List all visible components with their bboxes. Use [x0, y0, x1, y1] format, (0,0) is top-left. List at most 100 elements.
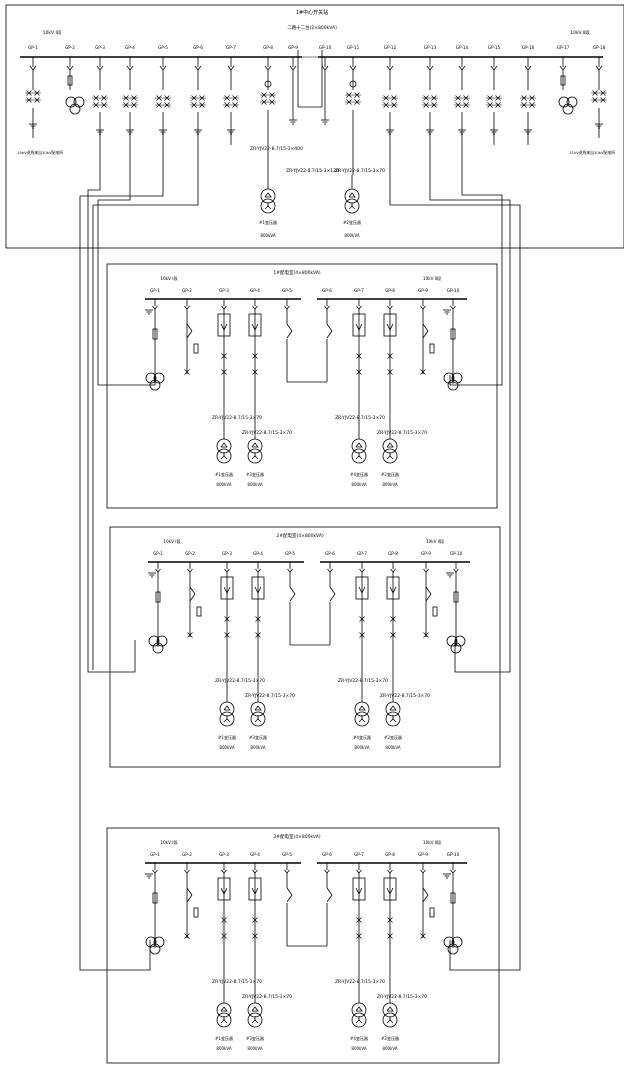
panel-label: GP-8	[388, 551, 398, 556]
delta-icon	[348, 192, 356, 198]
transformer-icon	[216, 1002, 232, 1028]
fuse-icon	[155, 591, 161, 603]
cross-mark	[221, 933, 227, 939]
arrow-icon	[390, 568, 396, 573]
wire	[425, 593, 432, 602]
cross-mark	[221, 917, 227, 923]
arrow-icon	[184, 305, 190, 310]
wye-icon	[386, 1019, 391, 1024]
tx-rating: 800kVA	[351, 482, 366, 487]
wye-icon	[358, 1019, 363, 1024]
main-tx1-name: #1变压器	[259, 219, 277, 225]
wire	[326, 330, 333, 339]
fuse-icon	[196, 606, 202, 617]
wye-icon	[392, 718, 397, 723]
wye-icon	[226, 718, 231, 723]
main-panel-label: GP-18	[593, 45, 606, 50]
bus2-label: 10kV Ⅱ段	[423, 275, 442, 282]
panel-label: GP-5	[282, 288, 292, 293]
main-panel-label: GP-5	[158, 45, 168, 50]
tx-rating: 800kVA	[250, 745, 265, 750]
voltage-transformer-icon	[145, 372, 157, 384]
arrow-icon	[387, 305, 393, 310]
tx-name: #1变压器	[215, 1035, 233, 1041]
fuse-icon	[152, 328, 158, 340]
fuse-icon	[193, 907, 199, 918]
arrow-icon	[254, 586, 262, 594]
voltage-transformer-icon	[73, 96, 85, 108]
cable-route	[87, 145, 136, 673]
cross-mark	[420, 369, 426, 375]
wire	[326, 894, 333, 903]
main-tx1-rating: 800kVA	[260, 233, 275, 238]
cross-mark	[184, 369, 190, 375]
arrow-icon	[152, 305, 158, 310]
voltage-transformer-icon	[69, 103, 81, 115]
wire	[189, 593, 196, 602]
transformer-winding	[216, 1012, 232, 1028]
arrow-icon	[355, 323, 363, 331]
panel-label: GP-10	[447, 288, 460, 293]
lamp-icon	[349, 80, 357, 88]
substation-1	[106, 263, 498, 509]
cross-mark	[390, 632, 396, 638]
panel-label: GP-1	[150, 288, 160, 293]
substation-frame	[106, 263, 498, 509]
arrow-icon	[220, 887, 228, 895]
panel-label: GP-9	[418, 852, 428, 857]
fuse-icon	[450, 328, 456, 340]
cross-mark	[224, 616, 230, 622]
cable-left: ZR-YJV22-8.7/15-3×70	[215, 678, 265, 684]
fuse-icon	[67, 75, 73, 86]
arrow-icon	[453, 568, 459, 573]
breaker-icon	[422, 323, 429, 332]
wye-icon	[358, 718, 363, 723]
breaker-icon	[326, 887, 333, 896]
main-panel-label: GP-15	[488, 45, 501, 50]
main-panel-label: GP-16	[522, 45, 535, 50]
main-cable-a: ZR-YJV22-8.7/15-3×400	[250, 146, 303, 152]
lamp-icon	[264, 80, 272, 88]
voltage-transformer-icon	[566, 96, 578, 108]
arrow-icon	[184, 869, 190, 874]
cable-right: ZR-YJV22-8.7/15-3×70	[338, 678, 388, 684]
arrow-icon	[356, 305, 362, 310]
breaker-icon	[329, 586, 336, 595]
transformer-icon	[382, 438, 398, 464]
tx-rating: 800kVA	[247, 1046, 262, 1051]
substation-frame	[106, 827, 500, 1064]
main-panel-label: GP-1	[28, 45, 38, 50]
delta-icon	[254, 705, 262, 711]
cable-route	[97, 145, 156, 386]
tx-name: #3变压器	[246, 471, 264, 477]
arrow-icon	[252, 305, 258, 310]
arrow-icon	[450, 305, 456, 310]
main-panel-label: GP-12	[384, 45, 397, 50]
fuse-icon	[429, 343, 435, 354]
panel-label: GP-1	[153, 551, 163, 556]
tx-name: #4变压器	[350, 1035, 368, 1041]
cable-route	[79, 145, 164, 971]
panel-label: GP-7	[354, 288, 364, 293]
breaker-icon	[286, 887, 293, 896]
arrow-icon	[420, 869, 426, 874]
tx-rating: 800kVA	[354, 745, 369, 750]
tx-name: #3变压器	[246, 1035, 264, 1041]
main-panel-label: GP-3	[95, 45, 105, 50]
panel-label: GP-7	[354, 852, 364, 857]
cross-mark	[423, 632, 429, 638]
cross-mark	[187, 632, 193, 638]
voltage-transformer-icon	[446, 635, 458, 647]
arrow-icon	[324, 305, 330, 310]
main-panel-label: GP-17	[557, 45, 570, 50]
tx-rating: 800kVA	[385, 745, 400, 750]
bus2-label: 10kV Ⅱ段	[426, 538, 445, 545]
wye-icon	[251, 1019, 256, 1024]
arrow-icon	[221, 869, 227, 874]
main-tx2-rating: 800kVA	[344, 233, 359, 238]
transformer-icon	[344, 188, 360, 214]
cross-mark	[224, 632, 230, 638]
wye-icon	[355, 1019, 360, 1024]
cross-mark	[387, 369, 393, 375]
delta-icon	[389, 705, 397, 711]
